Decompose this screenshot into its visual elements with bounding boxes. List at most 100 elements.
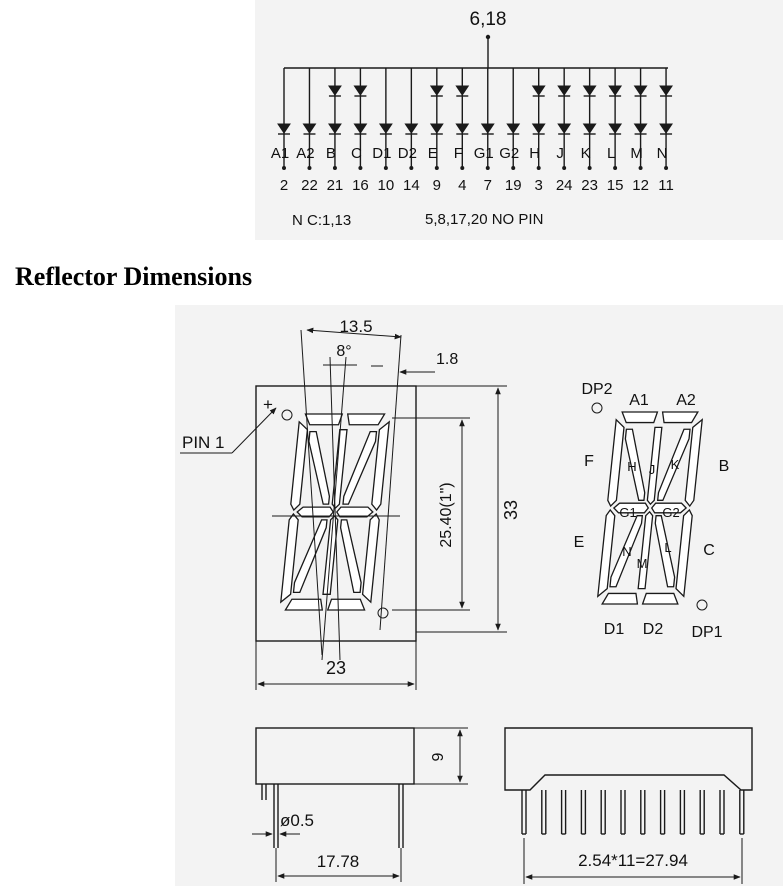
nc-note: N C:1,13 [292, 212, 351, 229]
pin-dot [638, 166, 643, 170]
segment-b [371, 420, 391, 512]
segment-map-label: E [574, 534, 585, 551]
common-pin-label: 6,18 [470, 9, 507, 30]
diode-column: G2 19 [499, 68, 522, 194]
dimension-panel [175, 305, 783, 886]
diode-symbol [429, 85, 444, 96]
pin-diameter-label: ø0.5 [280, 811, 314, 830]
diode-column: L15 [607, 68, 624, 194]
pin-dot [536, 166, 541, 170]
diode-column: B 21 [326, 68, 343, 194]
segment-b [684, 418, 704, 508]
segment-h [308, 430, 331, 505]
segment-map-label: D1 [604, 621, 625, 638]
segment-label: B [326, 145, 336, 162]
segment-a2 [661, 411, 699, 424]
no-pin-note: 5,8,17,20 NO PIN [425, 211, 543, 228]
pin-dot [562, 166, 567, 170]
digit-width-label: 13.5 [339, 317, 372, 336]
pin-number: 12 [632, 177, 649, 194]
diode-symbol [608, 85, 623, 96]
segment-c [361, 512, 380, 604]
diode-symbol [277, 123, 291, 134]
pin-number: 7 [484, 177, 492, 194]
pin-number: 15 [607, 177, 624, 194]
diode-column: F4 [454, 68, 470, 194]
pinout-schematic: 6,18 A12A222B21C16D110D214E9F4G17G219H3J… [271, 9, 674, 229]
diode-symbol [328, 123, 342, 134]
body-width-label: 23 [326, 658, 346, 678]
diode-symbol [328, 85, 342, 96]
diode-symbol [582, 123, 597, 134]
segment-label: C [351, 145, 362, 162]
segment-c [675, 508, 693, 598]
pin-dot [358, 166, 363, 170]
diode-column: E9 [428, 68, 444, 194]
segment-map-label: H [627, 459, 636, 474]
segment-label: G1 [474, 145, 494, 162]
segment-label: K [581, 145, 591, 162]
segment-j [646, 426, 663, 506]
segment-l [654, 515, 676, 588]
segment-f [607, 418, 625, 508]
display-body-outline [255, 385, 417, 642]
pin-dot [434, 166, 439, 170]
segment-d2 [326, 598, 366, 611]
pin-number: 21 [327, 177, 344, 194]
pin-number: 14 [403, 177, 420, 194]
segment-label: J [556, 145, 564, 162]
segment-label: D1 [372, 145, 391, 162]
segment-map-label: J [649, 462, 656, 477]
segment-g2 [335, 506, 374, 518]
pin-dot [587, 166, 592, 170]
segment-label: E [428, 145, 438, 162]
dp2-dot [281, 409, 293, 421]
segment-map-label: B [719, 458, 730, 475]
pin1-leader [231, 407, 277, 454]
segment-map-label: F [584, 453, 594, 470]
diode-column: M12 [630, 68, 649, 194]
pin-dot [613, 166, 618, 170]
diode-symbol [633, 123, 648, 134]
pin-number: 19 [505, 177, 522, 194]
pin-number: 3 [535, 177, 543, 194]
diode-column: K23 [581, 68, 598, 194]
segment-label: A1 [271, 145, 289, 162]
pin-number: 10 [378, 177, 395, 194]
segment-l [339, 519, 362, 594]
diode-columns: A12A222B21C16D110D214E9F4G17G219H3J24K23… [271, 68, 674, 194]
segment-e [596, 508, 616, 598]
diode-symbol [455, 123, 470, 134]
segment-d1 [601, 592, 639, 605]
pin-number: 2 [280, 177, 288, 194]
diode-symbol [302, 123, 317, 134]
pin-number: 24 [556, 177, 573, 194]
row-spacing-label: 17.78 [317, 852, 360, 871]
segment-m [637, 510, 654, 590]
dp1-dot [377, 607, 389, 619]
schematic-panel [255, 0, 783, 240]
offset-label: 1.8 [436, 351, 458, 368]
diode-column: D1 10 [372, 68, 394, 194]
pin-row [521, 790, 745, 835]
diode-symbol [557, 85, 572, 96]
pin-number: 22 [301, 177, 318, 194]
map-dp2-dot [591, 402, 603, 414]
segment-map-label: DP1 [691, 624, 722, 641]
digit-width-dimension [306, 327, 402, 340]
segment-label: N [657, 145, 668, 162]
segment-g1 [612, 502, 650, 514]
segment-map-label: A1 [629, 392, 649, 409]
segment-k [342, 430, 378, 505]
pin-dot [332, 166, 337, 170]
depth-label: 9 [430, 752, 447, 761]
segment-label: G2 [499, 145, 519, 162]
diode-symbol [455, 85, 470, 96]
diode-symbol [506, 123, 521, 134]
segment-a2 [346, 413, 386, 426]
segment-d2 [641, 592, 679, 605]
diode-column: A1 2 [271, 68, 291, 194]
diode-symbol [633, 85, 648, 96]
